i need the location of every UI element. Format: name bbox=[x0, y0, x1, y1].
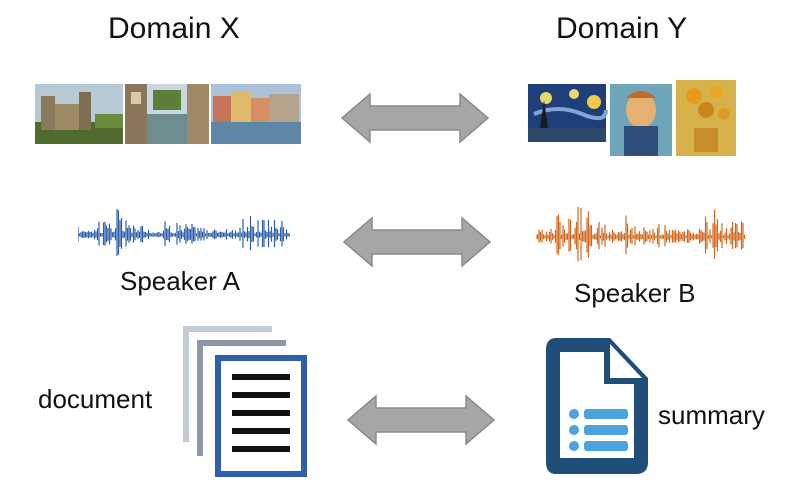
summary-label: summary bbox=[658, 400, 765, 430]
canal-photo-icon bbox=[125, 84, 209, 144]
painting-strip bbox=[528, 80, 736, 156]
speaker-b-label: Speaker B bbox=[574, 278, 696, 308]
document-label: document bbox=[38, 384, 153, 414]
photo-painting-arrow bbox=[340, 92, 490, 144]
sunflowers-painting-icon bbox=[676, 80, 736, 156]
speaker-a-waveform-icon bbox=[78, 200, 290, 270]
summary-document-icon bbox=[544, 336, 650, 476]
self-portrait-painting-icon bbox=[610, 84, 672, 156]
starry-night-painting-icon bbox=[528, 84, 608, 142]
domain-y-heading: Domain Y bbox=[556, 12, 688, 45]
photo-strip bbox=[35, 84, 301, 144]
domain-x-heading: Domain X bbox=[108, 12, 240, 45]
speaker-b-waveform-icon bbox=[536, 192, 746, 282]
harbor-photo-icon bbox=[211, 84, 301, 144]
speaker-a-label: Speaker A bbox=[120, 266, 240, 296]
speaker-arrow bbox=[342, 216, 492, 268]
document-summary-arrow bbox=[346, 394, 496, 446]
castle-photo-icon bbox=[35, 84, 123, 144]
document-stack-icon bbox=[180, 326, 310, 478]
